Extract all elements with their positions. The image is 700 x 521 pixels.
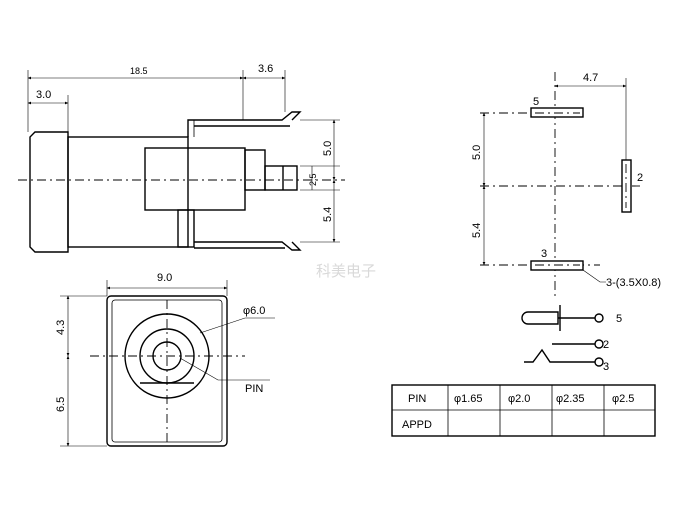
table-cell: φ2.0 [508,393,530,405]
bottom-spring [194,241,302,251]
dim-footprint-h: 4.7 [583,72,598,84]
pad-label-2: 2 [637,172,643,184]
dim-lower: 5.4 [322,207,334,222]
dim-overall: 18.5 [130,66,148,76]
table-header-pin: PIN [408,393,426,405]
schematic-pin-3: 3 [603,361,609,373]
rear-block [144,147,246,211]
slot-note: 3-(3.5X0.8) [606,277,661,289]
front-view: 9.0 4.3 6.5 φ6.0 PIN [55,272,275,447]
dim-pin-offset: 3.6 [258,63,273,75]
plug-tip [521,311,559,325]
schematic-pin-5: 5 [616,313,622,325]
front-outline [106,295,228,447]
pad-label-3: 3 [541,248,547,260]
dim-upper: 5.0 [322,141,334,156]
front-cap [29,131,69,253]
schematic-pin-2: 2 [603,339,609,351]
hole-diameter-label: φ6.0 [243,305,265,317]
main-body [67,136,189,248]
table-header-appd: APPD [402,419,432,431]
dim-front-bottom: 6.5 [55,397,67,412]
table-cell: φ2.35 [556,393,585,405]
side-view: 18.5 3.6 3.0 5.0 2.5 5.4 [18,63,345,253]
dim-front-top: 4.3 [55,320,67,335]
dim-footprint-lower: 5.4 [471,223,483,238]
pad-label-5: 5 [533,96,539,108]
terminal-5 [594,313,604,323]
footprint-view: 5 2 3 4.7 5.0 5.4 3-(3.5X0.8) [471,72,661,300]
top-spring [187,111,302,137]
watermark: 科美电子 [316,262,376,280]
dim-pin-width: 2.5 [308,173,318,186]
schematic-symbol: 5 2 3 [521,305,622,373]
table-cell: φ2.5 [612,393,634,405]
dim-front-width: 9.0 [157,272,172,284]
step-block [244,149,266,191]
pad-3 [530,260,584,271]
terminal-3 [594,357,604,367]
terminal-2 [594,339,604,349]
pin-block [264,165,298,191]
dim-footprint-upper: 5.0 [471,145,483,160]
mount-post [177,209,195,248]
pad-5 [530,107,584,118]
pin-table: PIN φ1.65 φ2.0 φ2.35 φ2.5 APPD [391,384,656,437]
pad-2 [621,159,632,213]
table-cell: φ1.65 [454,393,483,405]
dim-front: 3.0 [36,89,51,101]
pin-label: PIN [245,383,263,395]
